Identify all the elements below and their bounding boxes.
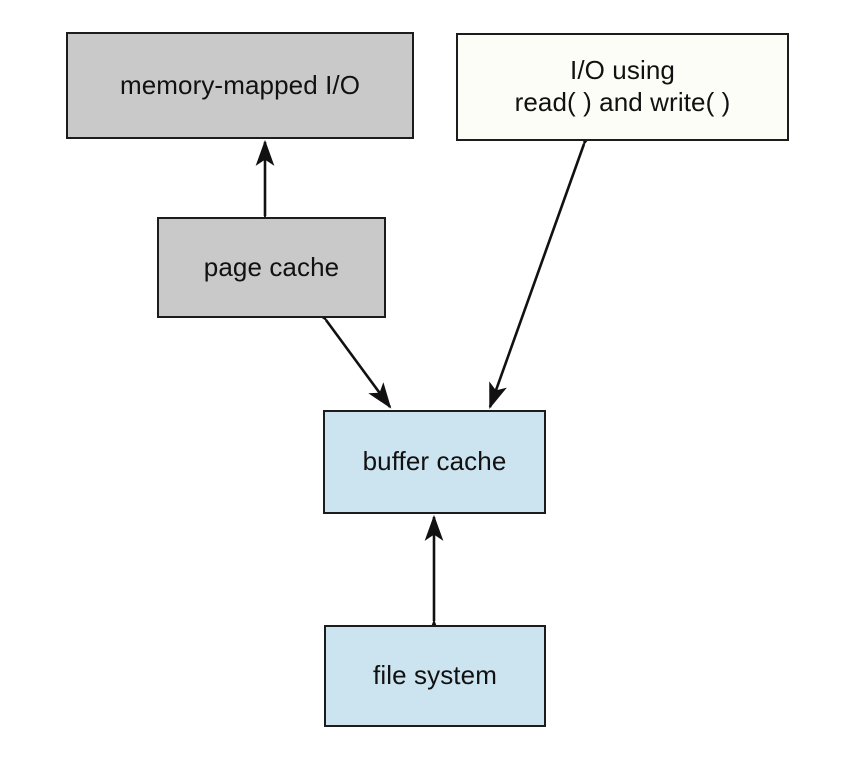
- arrow-page-cache-to-buffer-cache: [304, 295, 392, 409]
- node-page-cache[interactable]: page cache: [157, 217, 386, 318]
- node-io-read-write-label: I/O using read( ) and write( ): [514, 55, 731, 117]
- node-file-system-label: file system: [373, 660, 497, 691]
- node-file-system[interactable]: file system: [324, 625, 546, 727]
- node-buffer-cache[interactable]: buffer cache: [323, 410, 546, 514]
- node-io-read-write[interactable]: I/O using read( ) and write( ): [456, 33, 789, 141]
- arrow-io-read-write-to-buffer-cache: [488, 118, 601, 409]
- node-memory-mapped-io[interactable]: memory-mapped I/O: [66, 32, 414, 139]
- node-memory-mapped-io-label: memory-mapped I/O: [119, 69, 361, 100]
- node-buffer-cache-label: buffer cache: [362, 446, 507, 477]
- node-page-cache-label: page cache: [203, 251, 340, 282]
